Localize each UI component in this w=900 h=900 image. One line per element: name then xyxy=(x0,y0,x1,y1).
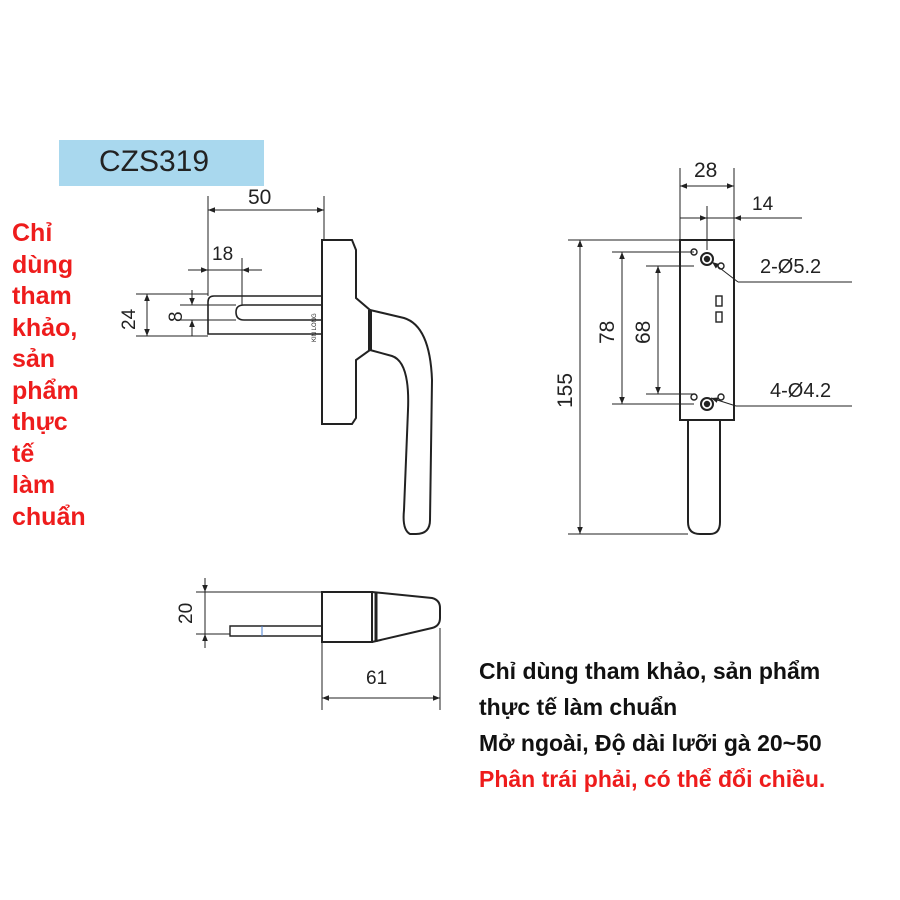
handle-lever-outline xyxy=(369,309,434,535)
model-code: CZS319 xyxy=(99,145,210,178)
dim-base-width: 28 xyxy=(694,159,717,182)
side-note-line: thực xyxy=(12,408,68,436)
front-view xyxy=(136,196,434,535)
dim-front-width: 50 xyxy=(248,186,271,209)
dim-tongue-length: 18 xyxy=(212,244,233,265)
side-note-line: dùng xyxy=(12,250,74,279)
bottom-view xyxy=(196,578,441,710)
small-hole-bottom-right xyxy=(717,393,725,401)
notes-line-warning: Phân trái phải, có thể đổi chiều. xyxy=(479,766,826,792)
side-note-line: tham xyxy=(12,282,72,310)
side-view xyxy=(568,168,852,535)
side-lever xyxy=(687,420,721,535)
big-hole-bottom xyxy=(700,397,714,411)
side-note-line: khảo, xyxy=(12,313,78,342)
notes-line: thực tế làm chuẩn xyxy=(479,694,678,720)
dim-outer-hole-spacing: 78 xyxy=(596,321,619,344)
small-hole-bottom-left xyxy=(690,393,698,401)
notes-line: Mở ngoài, Độ dài lưỡi gà 20~50 xyxy=(479,730,822,756)
side-note-line: phẩm xyxy=(12,376,79,405)
handle-tongue xyxy=(207,295,322,335)
model-label-box: CZS319 xyxy=(59,140,264,186)
brand-mark: KIN LONG xyxy=(312,313,318,342)
dim-hole-offset: 14 xyxy=(752,194,774,215)
bottom-view-tongue xyxy=(229,625,322,637)
small-hole-top-right xyxy=(717,262,725,270)
handle-base-outline xyxy=(321,239,371,425)
dim-bottom-height: 20 xyxy=(176,603,197,624)
side-note-line: chuẩn xyxy=(12,502,86,531)
notes-line: Chỉ dùng tham khảo, sản phẩm xyxy=(479,658,821,684)
notes-block: Chỉ dùng tham khảo, sản phẩm thực tế làm… xyxy=(479,653,894,797)
dim-small-hole: 4-Ø4.2 xyxy=(770,380,831,402)
side-note-line: sản xyxy=(12,345,56,373)
dim-big-hole: 2-Ø5.2 xyxy=(760,256,821,278)
side-base-plate xyxy=(679,239,735,421)
handle-tongue-slot xyxy=(235,304,322,321)
big-hole-top xyxy=(700,252,714,266)
side-note: Chỉ dùng tham khảo, sản phẩm thực tế làm… xyxy=(12,218,122,533)
dim-total-height: 155 xyxy=(554,373,577,408)
side-note-line: làm xyxy=(12,471,56,499)
bottom-view-lever xyxy=(371,591,441,643)
dim-bottom-length: 61 xyxy=(366,668,387,689)
side-note-line: tế xyxy=(12,439,35,468)
bottom-view-base xyxy=(321,591,373,643)
side-note-line: Chỉ xyxy=(12,219,53,247)
dim-tongue-thickness: 8 xyxy=(166,311,187,322)
dim-inner-hole-spacing: 68 xyxy=(632,321,655,344)
dim-tongue-height: 24 xyxy=(119,308,140,330)
